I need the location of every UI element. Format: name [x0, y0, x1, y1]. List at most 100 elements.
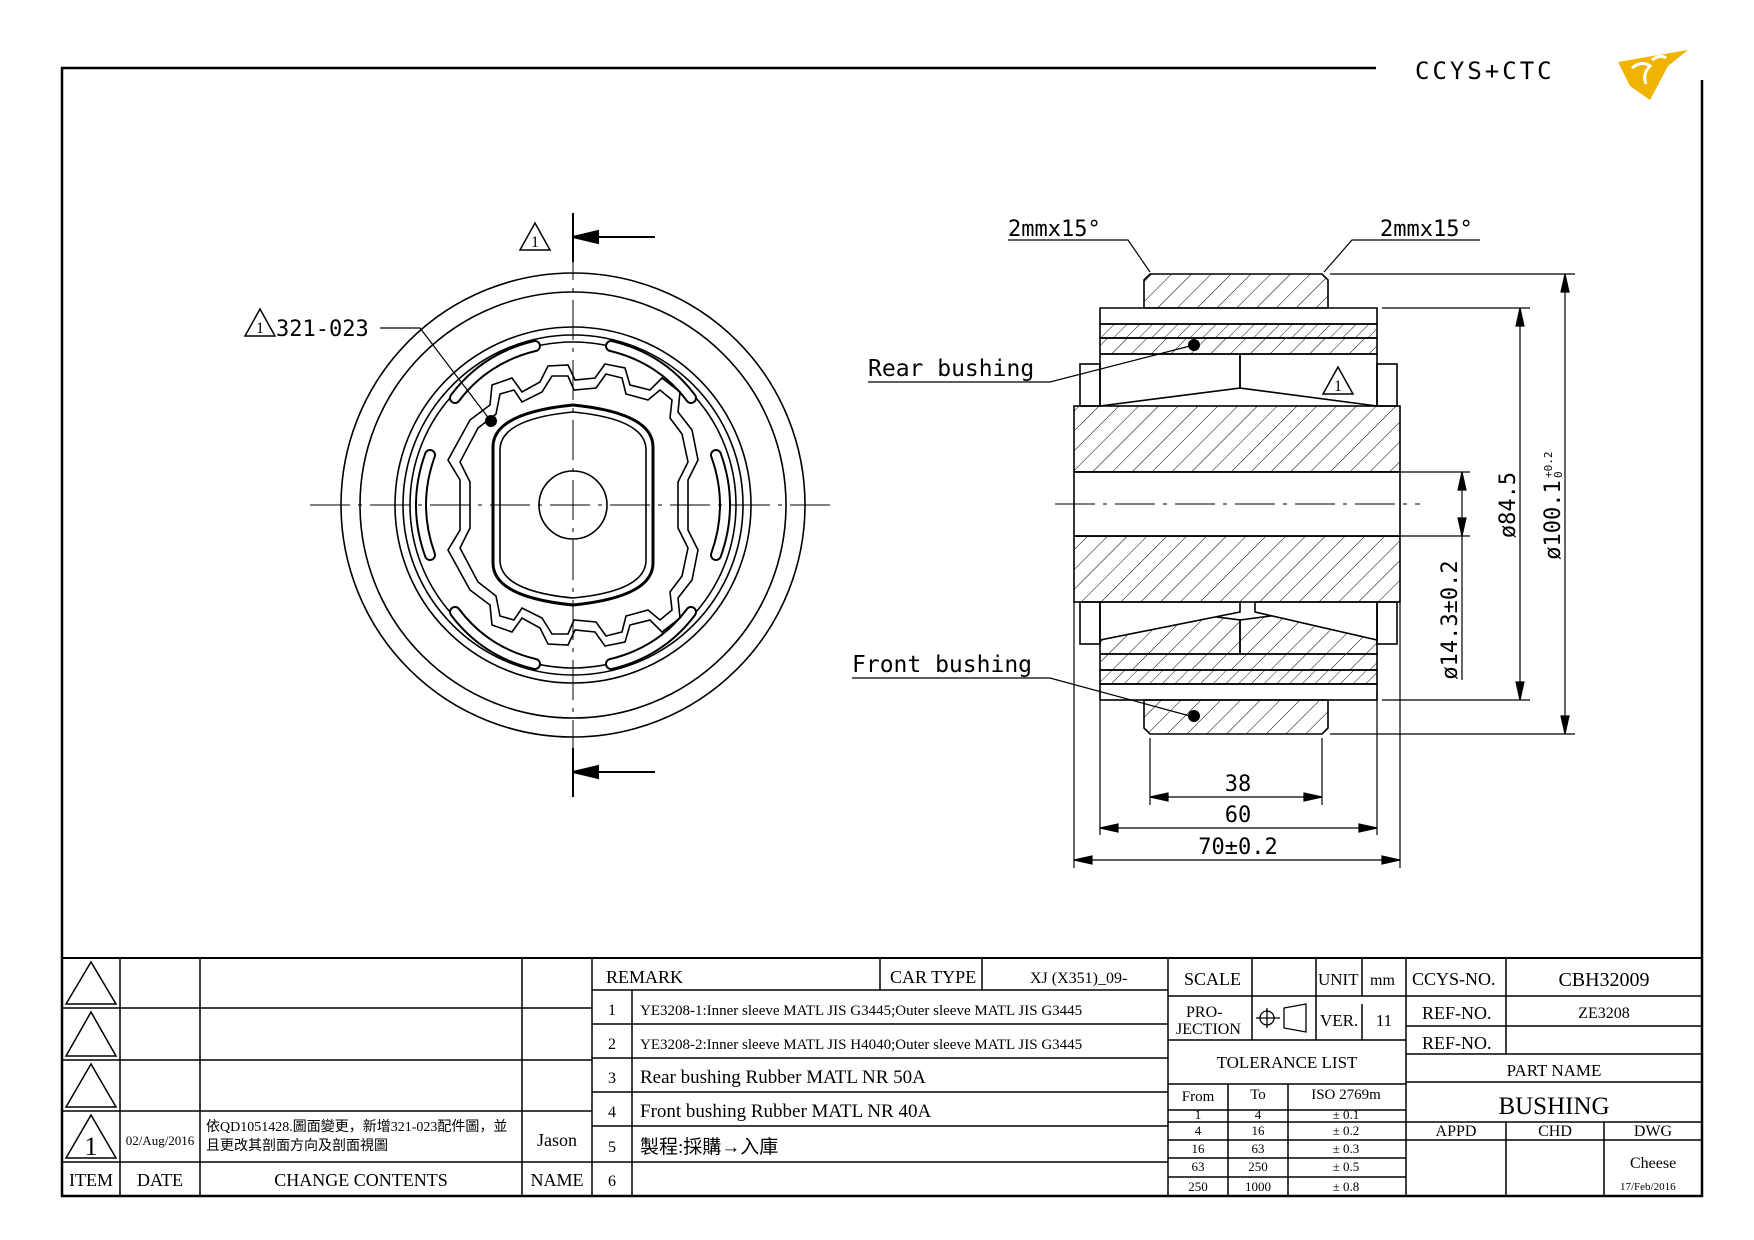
- svg-text:1: 1: [256, 320, 264, 337]
- svg-text:5: 5: [608, 1139, 616, 1156]
- appd-label: APPD: [1436, 1123, 1477, 1140]
- svg-text:1: 1: [531, 234, 539, 251]
- dim-widths: [1073, 602, 1401, 868]
- svg-text:60: 60: [1225, 803, 1252, 828]
- svg-text:Rear bushing Rubber MATL NR 50: Rear bushing Rubber MATL NR 50A: [640, 1067, 926, 1088]
- svg-text:63: 63: [1192, 1159, 1205, 1174]
- revision-item: 1: [85, 1132, 98, 1161]
- section-view: [1055, 273, 1420, 735]
- car-type-label: CAR TYPE: [890, 967, 976, 987]
- revision-date: 02/Aug/2016: [126, 1133, 195, 1148]
- remark-items: 1 YE3208-1:Inner sleeve MATL JIS G3445;O…: [608, 1002, 1082, 1190]
- svg-text:YE3208-1:Inner sleeve MATL JIS: YE3208-1:Inner sleeve MATL JIS G3445;Out…: [640, 1003, 1082, 1019]
- svg-text:製程:採購→入庫: 製程:採購→入庫: [640, 1136, 778, 1158]
- svg-text:Front bushing Rubber MATL NR 4: Front bushing Rubber MATL NR 40A: [640, 1101, 931, 1122]
- svg-text:321-023: 321-023: [276, 317, 369, 342]
- header-name: NAME: [531, 1170, 584, 1190]
- unit-label: UNIT: [1318, 970, 1359, 989]
- svg-text:4: 4: [608, 1104, 616, 1121]
- rear-bushing-label: Rear bushing: [868, 356, 1034, 382]
- svg-text:4: 4: [1195, 1123, 1202, 1138]
- part-name: BUSHING: [1498, 1093, 1609, 1120]
- svg-text:1: 1: [608, 1002, 616, 1019]
- svg-text:4: 4: [1255, 1107, 1262, 1122]
- svg-text:± 0.5: ± 0.5: [1333, 1159, 1360, 1174]
- svg-text:± 0.3: ± 0.3: [1333, 1141, 1360, 1156]
- svg-text:1: 1: [1195, 1107, 1202, 1122]
- unit-value: mm: [1370, 972, 1395, 989]
- chamfer-label-left: 2mmx15°: [1008, 217, 1101, 242]
- svg-text:16: 16: [1252, 1123, 1266, 1138]
- svg-text:63: 63: [1252, 1141, 1265, 1156]
- sheet-border: [60, 66, 1704, 1198]
- ref-no-label-1: REF-NO.: [1422, 1003, 1492, 1023]
- svg-text:250: 250: [1188, 1179, 1208, 1194]
- projection-label-2: JECTION: [1176, 1021, 1241, 1038]
- remark-label: REMARK: [606, 967, 683, 987]
- svg-text:6: 6: [608, 1173, 616, 1190]
- tol-header-to: To: [1250, 1087, 1266, 1103]
- svg-text:1: 1: [1334, 378, 1342, 395]
- header-item: ITEM: [69, 1170, 113, 1190]
- svg-text:16: 16: [1192, 1141, 1206, 1156]
- drawer-name: Cheese: [1630, 1155, 1676, 1172]
- svg-text:38: 38: [1225, 772, 1252, 797]
- scale-label: SCALE: [1184, 969, 1241, 989]
- dim-inner-diameter: [1400, 471, 1470, 680]
- ccys-no-value: CBH32009: [1558, 969, 1649, 991]
- revision-change-1: 依QD1051428.圖面變更，新增321-023配件圖，並: [206, 1119, 507, 1135]
- callout-321-023: 1 321-023: [243, 307, 497, 427]
- projection-symbol-icon: [1256, 1003, 1307, 1033]
- svg-text:± 0.1: ± 0.1: [1333, 1107, 1360, 1122]
- chd-label: CHD: [1538, 1123, 1572, 1140]
- svg-text:ø100.1: ø100.1: [1541, 480, 1566, 559]
- section-marker-bottom: [572, 748, 655, 797]
- svg-text:CCYS+CTC: CCYS+CTC: [1415, 57, 1555, 85]
- svg-text:± 0.2: ± 0.2: [1333, 1123, 1360, 1138]
- svg-text:0: 0: [1552, 471, 1565, 478]
- part-info: [1406, 958, 1702, 1196]
- svg-text:ø84.5: ø84.5: [1496, 472, 1521, 538]
- specs-table: [1168, 958, 1407, 1196]
- tol-header-std: ISO 2769m: [1311, 1087, 1381, 1103]
- tolerance-title: TOLERANCE LIST: [1217, 1053, 1358, 1072]
- chamfer-label-right: 2mmx15°: [1380, 217, 1473, 242]
- ccys-no-label: CCYS-NO.: [1412, 969, 1496, 989]
- svg-text:250: 250: [1248, 1159, 1268, 1174]
- warning-triangle-icon: 1: [518, 221, 552, 251]
- tol-header-from: From: [1182, 1089, 1215, 1105]
- svg-text:ø14.3±0.2: ø14.3±0.2: [1438, 560, 1463, 679]
- ver-value: 11: [1376, 1011, 1392, 1030]
- section-marker-top: [572, 213, 655, 262]
- front-bushing-label: Front bushing: [852, 652, 1032, 678]
- svg-text:+0.2: +0.2: [1542, 452, 1555, 479]
- logo-flame-icon: [1618, 50, 1688, 100]
- car-type-value: XJ (X351)_09-: [1030, 970, 1127, 987]
- ver-label: VER.: [1320, 1011, 1358, 1030]
- revision-name: Jason: [537, 1130, 577, 1150]
- revision-change-2: 且更改其剖面方向及剖面視圖: [206, 1138, 388, 1154]
- projection-label-1: PRO-: [1186, 1004, 1222, 1021]
- svg-text:YE3208-2:Inner sleeve MATL JIS: YE3208-2:Inner sleeve MATL JIS H4040;Out…: [640, 1037, 1082, 1053]
- remark-table: [592, 958, 1169, 1196]
- svg-text:70±0.2: 70±0.2: [1198, 835, 1277, 860]
- tolerance-rows: 1 4 ± 0.1 4 16 ± 0.2 16 63 ± 0.3 63 250 …: [1188, 1107, 1359, 1194]
- ref-no-label-2: REF-NO.: [1422, 1033, 1492, 1053]
- svg-text:3: 3: [608, 1070, 616, 1087]
- section-warning-triangle-icon: 1: [1321, 365, 1355, 395]
- dwg-label: DWG: [1634, 1123, 1673, 1140]
- part-name-label: PART NAME: [1507, 1061, 1602, 1080]
- ref-no-value-1: ZE3208: [1578, 1005, 1630, 1022]
- front-view: [310, 240, 836, 770]
- dim-outer-diameter: [1330, 273, 1575, 735]
- svg-text:1000: 1000: [1245, 1179, 1271, 1194]
- svg-text:± 0.8: ± 0.8: [1333, 1179, 1360, 1194]
- drawing-date: 17/Feb/2016: [1620, 1181, 1676, 1193]
- svg-text:2: 2: [608, 1036, 616, 1053]
- header-change: CHANGE CONTENTS: [274, 1170, 448, 1190]
- dim-mid-diameter: [1382, 307, 1530, 701]
- revision-table: [62, 958, 593, 1196]
- header-date: DATE: [137, 1170, 183, 1190]
- company-logo: CCYS+CTC: [1415, 50, 1688, 100]
